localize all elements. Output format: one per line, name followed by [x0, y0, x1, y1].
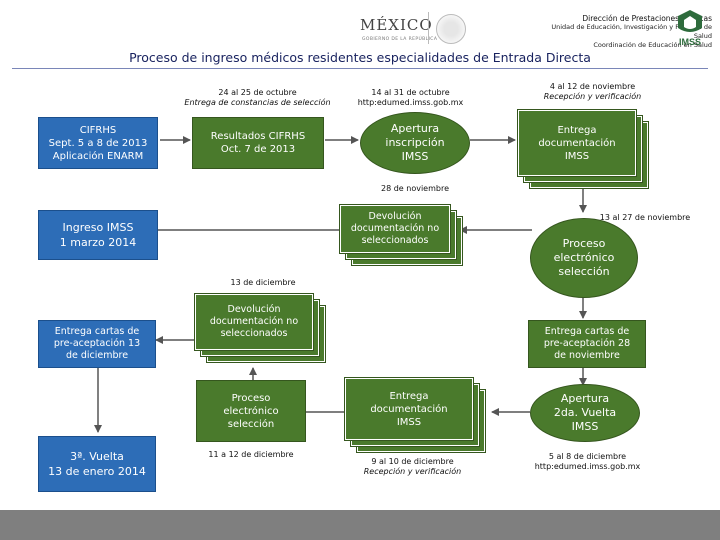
box-entrega-cartas-2-line-1: Entrega cartas de: [544, 326, 630, 337]
box-resultados: Resultados CIFRHS Oct. 7 de 2013: [192, 117, 324, 169]
label-11-12-dic: 11 a 12 de diciembre: [208, 450, 294, 459]
box-tercera-vuelta: 3ª. Vuelta 13 de enero 2014: [38, 436, 156, 492]
label-inscripcion: 14 al 31 de octubre http:edumed.imss.gob…: [348, 88, 473, 108]
box-tercera-vuelta-line-1: 3ª. Vuelta: [70, 450, 124, 463]
box-cifrhs-line-3: Aplicación ENARM: [52, 150, 144, 162]
box-apertura-2-line-2: 2da. Vuelta: [553, 406, 617, 419]
label-recepcion-2-text: Recepción y verificación: [363, 467, 462, 476]
label-13-dic: 13 de diciembre: [230, 278, 296, 287]
box-entrega-2-line-2: documentación: [370, 403, 448, 415]
box-cifrhs-line-1: CIFRHS: [79, 124, 117, 136]
label-constancias-text: Entrega de constancias de selección: [184, 98, 331, 107]
box-devolucion-2-line-1: Devolución: [227, 304, 281, 315]
box-resultados-line-2: Oct. 7 de 2013: [220, 144, 296, 155]
box-proceso-1-line-1: Proceso: [562, 237, 606, 250]
box-devolucion-1-line-2: documentación no: [350, 223, 440, 234]
box-entrega-2: Entrega documentación IMSS: [344, 377, 486, 453]
label-recepcion-1: 4 al 12 de noviembre Recepción y verific…: [530, 82, 655, 102]
label-recepcion-1-date: 4 al 12 de noviembre: [549, 82, 636, 91]
box-proceso-1-line-3: selección: [558, 265, 610, 278]
footer-bar: [0, 510, 720, 540]
label-2da-vuelta-date: 5 al 8 de diciembre: [548, 452, 627, 461]
label-inscripcion-date: 14 al 31 de octubre: [371, 88, 450, 97]
box-proceso-2-line-2: electrónico: [223, 405, 279, 417]
logo-divider: [428, 12, 429, 44]
box-apertura: Apertura inscripción IMSS: [360, 112, 470, 174]
label-recepcion-1-text: Recepción y verificación: [543, 92, 642, 101]
label-constancias: 24 al 25 de octubre Entrega de constanci…: [180, 88, 335, 108]
box-entrega-1-line-2: documentación: [538, 137, 616, 149]
box-proceso-2: Proceso electrónico selección: [196, 380, 306, 442]
box-devolucion-2-line-2: documentación no: [209, 316, 299, 327]
label-recepcion-2: 9 al 10 de diciembre Recepción y verific…: [350, 457, 475, 477]
title-divider: [12, 68, 708, 69]
label-2da-vuelta-url: http:edumed.imss.gob.mx: [534, 462, 641, 471]
box-ingreso-imss-line-1: Ingreso IMSS: [62, 221, 134, 234]
org-line-2: Unidad de Educación, Investigación y Pol…: [551, 23, 712, 40]
box-devolucion-1-line-1: Devolución: [368, 211, 422, 222]
page-title: Proceso de ingreso médicos residentes es…: [129, 50, 591, 65]
box-proceso-2-line-3: selección: [227, 418, 275, 430]
box-apertura-2: Apertura 2da. Vuelta IMSS: [530, 384, 640, 442]
mexico-logo-subtitle: GOBIERNO DE LA REPÚBLICA: [362, 37, 438, 42]
national-seal-icon: [436, 14, 466, 44]
box-devolucion-2-line-3: seleccionados: [220, 328, 288, 339]
box-cifrhs-line-2: Sept. 5 a 8 de 2013: [48, 137, 148, 149]
label-28-nov: 28 de noviembre: [380, 184, 449, 193]
box-entrega-cartas-1: Entrega cartas de pre-aceptación 13 de d…: [38, 320, 156, 368]
imss-logo-text: IMSS: [679, 37, 701, 47]
box-apertura-line-1: Apertura: [390, 122, 440, 135]
box-proceso-1: Proceso electrónico selección: [530, 218, 638, 298]
box-entrega-1-line-1: Entrega: [557, 124, 597, 136]
box-apertura-2-line-1: Apertura: [560, 392, 610, 405]
box-proceso-2-line-1: Proceso: [231, 392, 271, 404]
box-entrega-cartas-2-line-2: pre-aceptación 28: [543, 338, 631, 349]
box-tercera-vuelta-line-2: 13 de enero 2014: [48, 465, 146, 478]
box-entrega-2-line-3: IMSS: [396, 416, 422, 428]
label-13-27-nov: 13 al 27 de noviembre: [599, 213, 691, 222]
org-line-1: Dirección de Prestaciones Médicas: [582, 14, 712, 23]
box-entrega-cartas-1-line-3: de diciembre: [65, 350, 129, 361]
box-resultados-line-1: Resultados CIFRHS: [210, 131, 306, 142]
box-entrega-cartas-1-line-2: pre-aceptación 13: [53, 338, 141, 349]
label-recepcion-2-date: 9 al 10 de diciembre: [371, 457, 454, 466]
box-ingreso-imss-line-2: 1 marzo 2014: [59, 236, 137, 249]
label-2da-vuelta: 5 al 8 de diciembre http:edumed.imss.gob…: [525, 452, 650, 472]
box-apertura-line-2: inscripción: [385, 136, 445, 149]
box-apertura-line-3: IMSS: [401, 150, 429, 163]
box-entrega-cartas-2-line-3: de noviembre: [554, 350, 620, 361]
box-apertura-2-line-3: IMSS: [571, 420, 599, 433]
mexico-logo: MÉXICO: [360, 16, 433, 34]
org-header: Dirección de Prestaciones Médicas Unidad…: [532, 14, 712, 50]
box-ingreso-imss: Ingreso IMSS 1 marzo 2014: [38, 210, 158, 260]
label-constancias-date: 24 al 25 de octubre: [218, 88, 297, 97]
box-entrega-1-line-3: IMSS: [564, 150, 590, 162]
imss-logo: IMSS: [678, 10, 702, 47]
box-devolucion-2: Devolución documentación no seleccionado…: [194, 293, 326, 363]
box-proceso-1-line-2: electrónico: [553, 251, 615, 264]
box-entrega-2-line-1: Entrega: [389, 390, 429, 402]
label-inscripcion-url: http:edumed.imss.gob.mx: [357, 98, 464, 107]
box-entrega-cartas-2: Entrega cartas de pre-aceptación 28 de n…: [528, 320, 646, 368]
org-line-3: Coordinación de Educación en Salud: [593, 41, 712, 49]
box-devolucion-1: Devolución documentación no seleccionado…: [339, 204, 463, 266]
box-entrega-1: Entrega documentación IMSS: [517, 109, 649, 189]
box-cifrhs: CIFRHS Sept. 5 a 8 de 2013 Aplicación EN…: [38, 117, 158, 169]
box-entrega-cartas-1-line-1: Entrega cartas de: [54, 326, 140, 337]
box-devolucion-1-line-3: seleccionados: [361, 235, 429, 246]
